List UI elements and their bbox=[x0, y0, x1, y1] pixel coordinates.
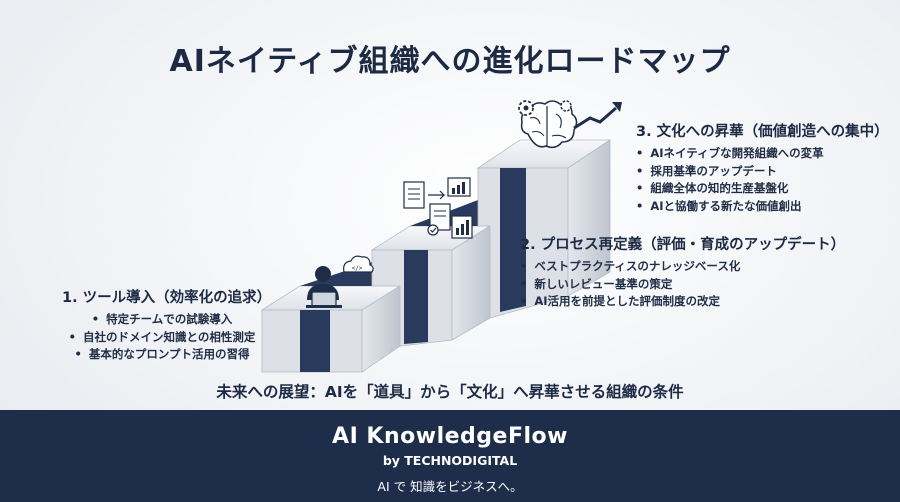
list-item: AIネイティブな開発組織への変革 bbox=[636, 145, 889, 163]
step-3-heading: 3. 文化への昇華（価値創造への集中） bbox=[636, 124, 889, 140]
step-2-heading: 2. プロセス再定義（評価・育成のアップデート） bbox=[520, 237, 846, 253]
footer-banner: AI KnowledgeFlow by TECHNODIGITAL AI で 知… bbox=[0, 410, 900, 502]
svg-text:</>: </> bbox=[352, 265, 363, 272]
tagline: 未来への展望：AIを「道具」から「文化」へ昇華させる組織の条件 bbox=[216, 383, 684, 401]
page-title: AIネイティブ組織への進化ロードマップ bbox=[169, 44, 731, 79]
step-2-list: ベストプラクティスのナレッジベース化 新しいレビュー基準の策定 AI活用を前提と… bbox=[520, 258, 845, 311]
step-3-block: 3. 文化への昇華（価値創造への集中） AIネイティブな開発組織への変革 採用基… bbox=[636, 120, 889, 215]
list-item: 特定チームでの試験導入 bbox=[62, 311, 262, 329]
brain-gear-icon bbox=[518, 100, 578, 149]
list-item: AIと協働する新たな価値創出 bbox=[636, 198, 889, 216]
list-item: 組織全体の知的生産基盤化 bbox=[636, 180, 889, 198]
step-3-list: AIネイティブな開発組織への変革 採用基準のアップデート 組織全体の知的生産基盤… bbox=[636, 145, 889, 215]
growth-arrow-icon bbox=[573, 102, 622, 130]
list-item: 自社のドメイン知識との相性測定 bbox=[62, 329, 262, 347]
document-chart-icon bbox=[403, 177, 473, 239]
cloud-code-icon: </> bbox=[343, 255, 374, 273]
brand-byline: by TECHNODIGITAL bbox=[382, 453, 518, 468]
list-item: 採用基準のアップデート bbox=[636, 163, 889, 181]
list-item: AI活用を前提とした評価制度の改定 bbox=[520, 293, 845, 311]
brand-slogan: AI で 知識をビジネスへ。 bbox=[377, 479, 523, 494]
step-2-block: 2. プロセス再定義（評価・育成のアップデート） ベストプラクティスのナレッジベ… bbox=[520, 233, 845, 311]
list-item: ベストプラクティスのナレッジベース化 bbox=[520, 258, 845, 276]
list-item: 基本的なプロンプト活用の習得 bbox=[62, 346, 262, 364]
list-item: 新しいレビュー基準の策定 bbox=[520, 276, 845, 294]
person-laptop-icon bbox=[306, 266, 342, 308]
step-1-heading: 1. ツール導入（効率化の追求） bbox=[62, 290, 272, 306]
step-1-block: 1. ツール導入（効率化の追求） 特定チームでの試験導入 自社のドメイン知識との… bbox=[62, 286, 271, 364]
step-1-list: 特定チームでの試験導入 自社のドメイン知識との相性測定 基本的なプロンプト活用の… bbox=[62, 311, 262, 364]
brand-name: AI KnowledgeFlow bbox=[332, 424, 568, 449]
